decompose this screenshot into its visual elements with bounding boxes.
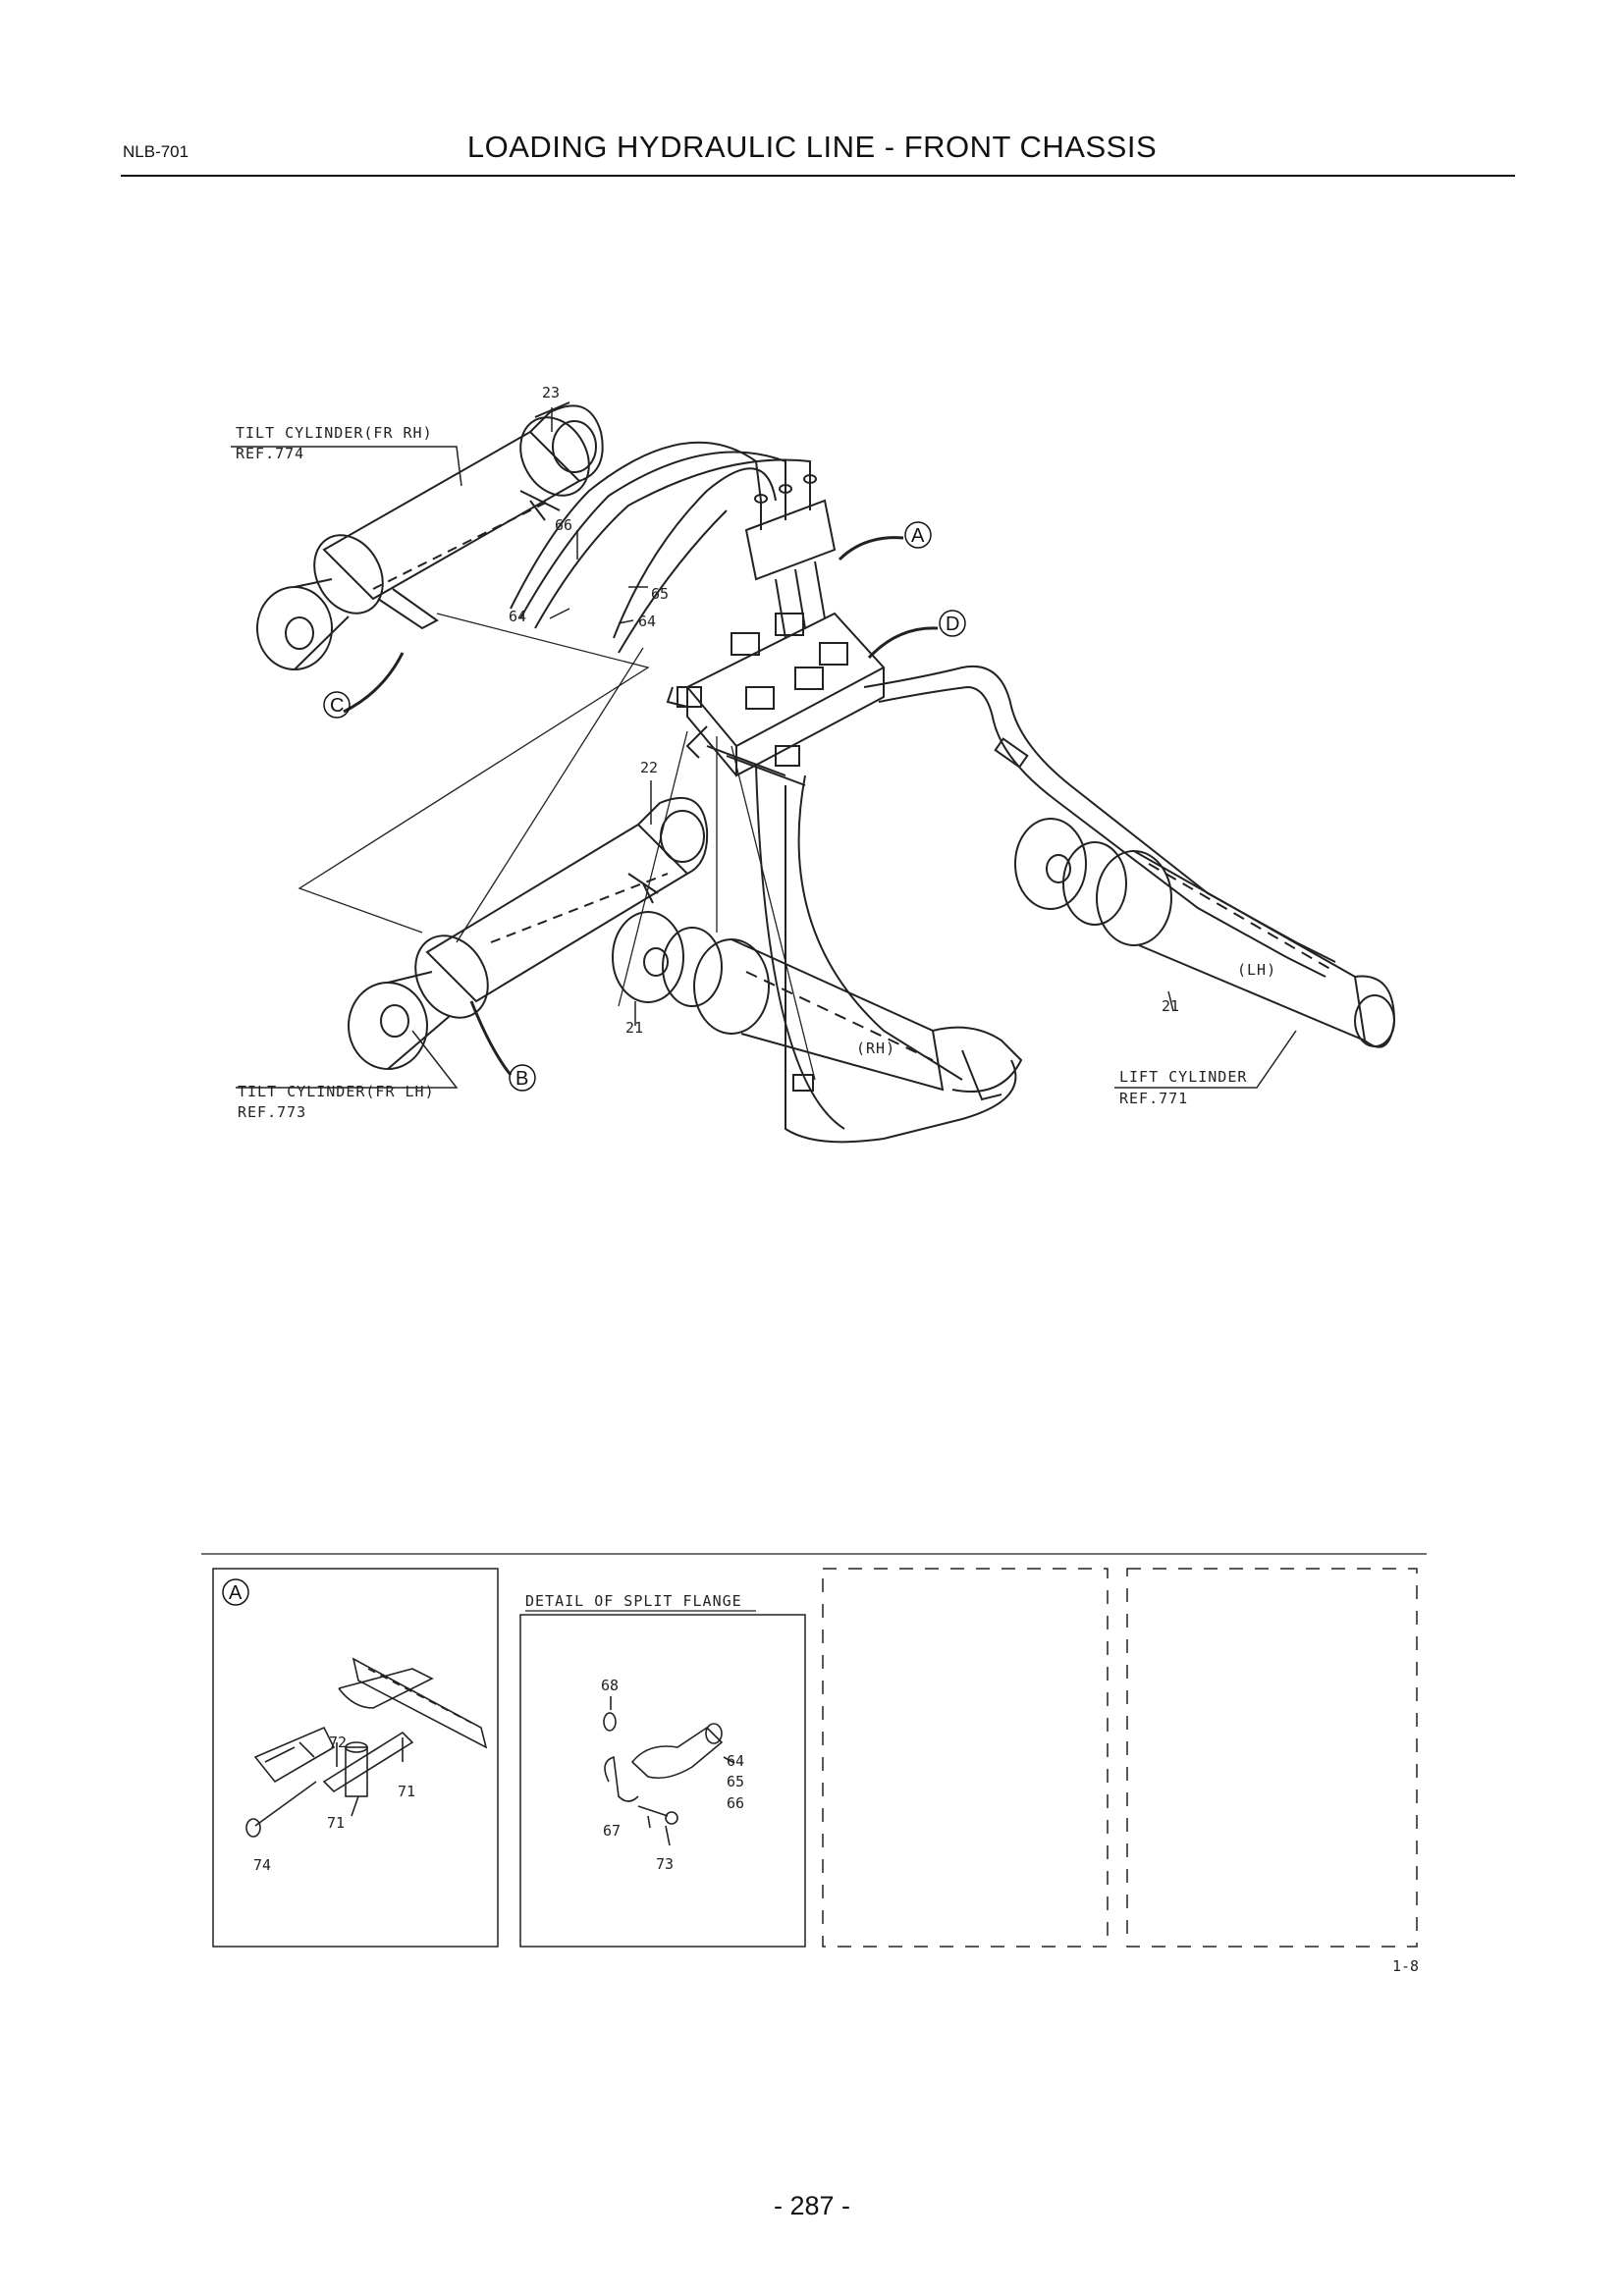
callout-a: A (911, 525, 925, 547)
tilt-cylinder-rh-label: TILT CYLINDER(FR RH) (236, 424, 433, 442)
callout-22: 22 (640, 759, 658, 776)
split-flange-part-65: 65 (727, 1773, 744, 1790)
detail-panel-empty-1 (822, 1568, 1109, 1948)
label-leaders (231, 407, 1297, 1089)
page-number: - 287 - (773, 2191, 851, 2220)
sheet-code: 1-8 (1392, 1957, 1419, 1975)
callout-d: D (946, 614, 959, 635)
lift-cylinder-rh-drawing (612, 911, 1023, 1101)
callout-64-left: 64 (509, 608, 526, 625)
panel-a-part-74: 74 (253, 1856, 271, 1874)
panel-a-part-71-left: 71 (327, 1814, 345, 1832)
split-flange-part-73: 73 (656, 1855, 674, 1873)
lift-cylinder-ref: REF.771 (1119, 1090, 1188, 1107)
callout-21-rh: 21 (625, 1019, 643, 1037)
callout-21-lh: 21 (1162, 997, 1179, 1015)
detail-panel-split-flange: DETAIL OF SPLIT FLANGE 68 64 65 66 67 73 (519, 1592, 806, 1948)
hydraulic-hoses (510, 441, 1336, 1144)
side-label-lh: (LH) (1237, 961, 1276, 979)
tilt-cylinder-rh-drawing (256, 401, 604, 670)
tilt-cylinder-rh-ref: REF.774 (236, 445, 304, 462)
split-flange-part-64: 64 (727, 1752, 744, 1770)
callout-b: B (515, 1068, 528, 1090)
split-flange-part-66: 66 (727, 1794, 744, 1812)
hose-manifold-drawing (744, 474, 837, 639)
callout-c: C (330, 695, 344, 717)
reference-lines (298, 613, 816, 1081)
split-flange-part-67: 67 (603, 1822, 621, 1840)
detail-panel-empty-2 (1126, 1568, 1418, 1948)
tilt-cylinder-lh-drawing (348, 797, 709, 1070)
detail-panel-a: A 72 71 71 74 (212, 1568, 499, 1948)
panel-a-part-71-right: 71 (398, 1783, 415, 1800)
split-flange-title: DETAIL OF SPLIT FLANGE (525, 1592, 742, 1610)
tilt-cylinder-lh-label: TILT CYLINDER(FR LH) (238, 1083, 435, 1100)
callout-65: 65 (651, 585, 669, 603)
page-title: LOADING HYDRAULIC LINE - FRONT CHASSIS (466, 130, 1158, 164)
callout-66: 66 (555, 516, 572, 534)
panel-a-part-72: 72 (329, 1734, 347, 1751)
arrow-pointers (343, 536, 939, 1076)
side-label-rh: (RH) (856, 1040, 895, 1057)
split-flange-part-68: 68 (601, 1677, 619, 1694)
callout-64-right: 64 (638, 613, 656, 630)
panel-a-marker: A (229, 1582, 243, 1604)
lift-cylinder-label: LIFT CYLINDER (1119, 1068, 1247, 1086)
control-valve-drawing (666, 612, 886, 786)
lift-cylinder-lh-drawing (1014, 818, 1396, 1048)
tilt-cylinder-lh-ref: REF.773 (238, 1103, 306, 1121)
header-rule (121, 175, 1515, 177)
callout-23: 23 (542, 384, 560, 401)
document-code: NLB-701 (123, 142, 189, 161)
